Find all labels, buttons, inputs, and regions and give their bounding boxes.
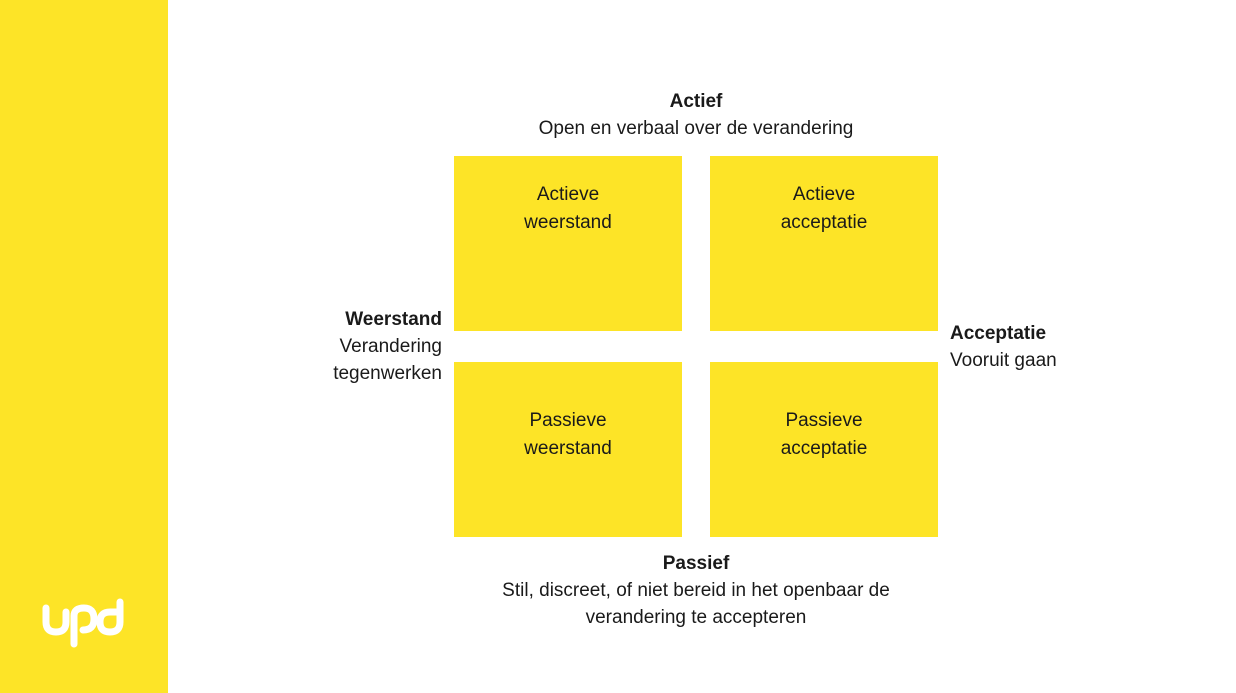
quadrant-passive-acceptance: Passieve acceptatie xyxy=(710,362,938,537)
axis-left-description: Verandering tegenwerken xyxy=(333,336,442,384)
brand-sidebar xyxy=(0,0,168,693)
quadrant-active-resistance: Actieve weerstand xyxy=(454,156,682,331)
axis-left-label: Weerstand Verandering tegenwerken xyxy=(302,306,442,387)
quadrant-active-acceptance: Actieve acceptatie xyxy=(710,156,938,331)
upd-logo xyxy=(42,598,124,648)
axis-bottom-title: Passief xyxy=(662,553,730,574)
axis-top-label: Actief Open en verbaal over de veranderi… xyxy=(440,88,952,142)
quadrant-label: Passieve weerstand xyxy=(524,409,612,459)
axis-bottom-description: Stil, discreet, of niet bereid in het op… xyxy=(502,580,890,628)
axis-right-label: Acceptatie Vooruit gaan xyxy=(950,320,1130,374)
quadrant-label: Actieve acceptatie xyxy=(780,183,868,233)
axis-top-title: Actief xyxy=(669,91,723,112)
axis-bottom-label: Passief Stil, discreet, of niet bereid i… xyxy=(440,550,952,631)
quadrant-label: Passieve acceptatie xyxy=(780,409,868,459)
quadrant-passive-resistance: Passieve weerstand xyxy=(454,362,682,537)
quadrant-label: Actieve weerstand xyxy=(524,183,612,233)
axis-right-description: Vooruit gaan xyxy=(950,350,1057,371)
axis-top-description: Open en verbaal over de verandering xyxy=(538,118,854,139)
axis-right-title: Acceptatie xyxy=(950,323,1047,344)
axis-left-title: Weerstand xyxy=(345,309,442,330)
